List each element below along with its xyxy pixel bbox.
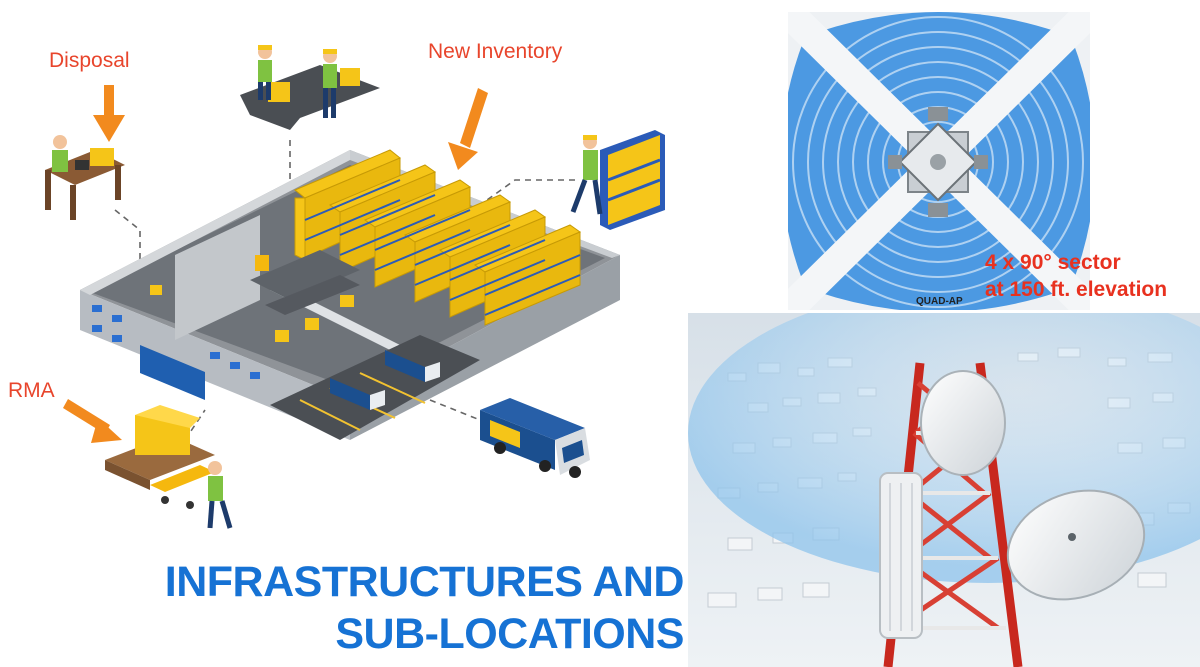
warehouse-illustration [45,45,665,529]
shelf-worker [570,130,665,230]
sector-line-1: 4 x 90° sector [985,251,1121,274]
rma-pallet-worker [105,405,233,529]
disposal-desk-worker [45,135,125,220]
dock-trucks [330,350,440,410]
title-line-1: INFRASTRUCTURES AND [164,558,685,606]
telecom-tower [879,362,1146,667]
conveyor-workers [240,45,380,130]
tower-coverage-photo [688,313,1200,667]
sector-line-2: at 150 ft. elevation [985,278,1168,301]
delivery-truck [480,398,590,478]
new-inventory-label: New Inventory [428,40,563,63]
sector-description: 4 x 90° sector at 150 ft. elevation [985,249,1167,303]
rma-label: RMA [8,379,55,402]
storage-racks [294,149,582,326]
flow-arrows [63,85,488,443]
title-line-2: SUB-LOCATIONS [335,610,684,658]
quad-ap-radiation-pattern [788,12,1090,310]
interior-conveyor [150,250,360,342]
quad-ap-model-label: QUAD-AP [916,296,963,307]
page-title: INFRASTRUCTURES AND SUB-LOCATIONS [44,556,685,660]
quad-ap-device [888,107,988,217]
sector-lobes [788,12,1090,310]
disposal-label: Disposal [49,49,130,72]
